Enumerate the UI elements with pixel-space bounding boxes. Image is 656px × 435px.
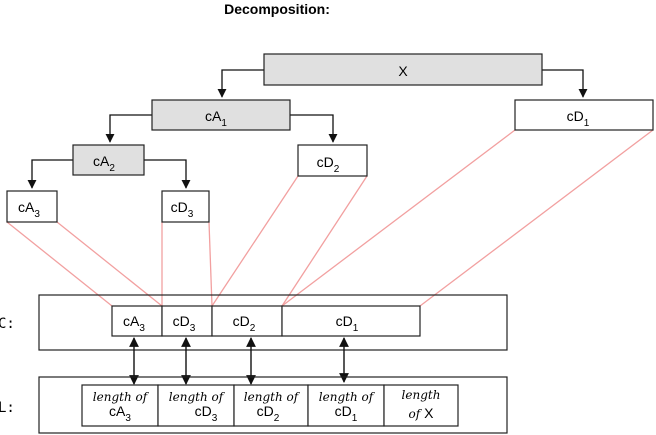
diagram-title: Decomposition: xyxy=(224,1,330,17)
tree-node-x: X xyxy=(263,53,543,86)
l-vector: L: length of cA3 length of cD3 length of… xyxy=(0,376,508,434)
svg-text:cA3: cA3 xyxy=(123,313,145,334)
tree-node-cd1: cD1 xyxy=(514,99,654,131)
tree-node-cd3: cD3 xyxy=(161,190,210,223)
svg-text:cD1: cD1 xyxy=(336,313,359,334)
node-label: cD xyxy=(317,154,334,170)
svg-text:cD3: cD3 xyxy=(195,403,218,424)
projection-line xyxy=(56,221,163,307)
projection-line xyxy=(419,129,654,307)
tree-node-ca2: cA2 xyxy=(72,144,145,176)
svg-text:length of: length of xyxy=(319,390,376,404)
node-label: cA xyxy=(93,153,110,169)
projection-lines xyxy=(6,129,654,307)
projection-line xyxy=(281,175,368,307)
l-cell-cd1: length of cD1 xyxy=(307,384,385,427)
projection-line xyxy=(208,221,213,307)
connector-ca2-to-cd3 xyxy=(144,159,191,189)
node-subscript: 2 xyxy=(109,163,115,174)
l-cell-cd3: length of cD3 xyxy=(157,384,235,427)
connector-ca1-to-ca2 xyxy=(105,114,152,143)
c-cell-cd1: cD1 xyxy=(281,305,421,337)
c-cell-cd2: cD2 xyxy=(211,305,283,337)
l-cell-ca3: length of cA3 xyxy=(81,384,159,427)
projection-line xyxy=(6,221,113,307)
node-subscript: 1 xyxy=(221,118,227,129)
connector-x-to-cd1 xyxy=(542,69,588,98)
node-subscript: 2 xyxy=(334,164,340,175)
svg-text:cD2: cD2 xyxy=(257,403,280,424)
svg-text:length of: length of xyxy=(169,390,226,404)
tree-node-cd2: cD2 xyxy=(297,144,368,177)
c-vector: C: cA3 cD3 cD2 cD1 xyxy=(0,294,508,351)
c-l-arrows xyxy=(129,337,349,385)
node-label: cA xyxy=(205,108,222,124)
connector-ca2-to-ca3 xyxy=(27,159,73,189)
svg-text:length of: length of xyxy=(93,390,150,404)
l-row-label: L: xyxy=(0,400,15,416)
node-subscript: 3 xyxy=(188,209,194,220)
c-row-label: C: xyxy=(0,316,15,332)
projection-line xyxy=(211,175,299,307)
tree-node-ca1: cA1 xyxy=(151,99,291,131)
svg-text:ofX: ofX xyxy=(408,405,434,421)
node-label: X xyxy=(398,63,408,79)
tree-node-ca3: cA3 xyxy=(6,190,58,223)
connector-ca1-to-cd2 xyxy=(290,114,338,143)
tree-connectors xyxy=(27,69,588,189)
l-cell-cd2: length of cD2 xyxy=(233,384,309,427)
c-vector-frame xyxy=(38,294,508,351)
node-subscript: 1 xyxy=(584,118,590,129)
projection-line xyxy=(281,129,516,307)
l-vector-frame xyxy=(38,376,508,434)
svg-text:cD1: cD1 xyxy=(567,108,590,129)
svg-text:cA2: cA2 xyxy=(93,153,115,174)
svg-text:length of: length of xyxy=(244,390,301,404)
svg-text:cD1: cD1 xyxy=(335,403,358,424)
node-label: cD xyxy=(171,199,188,215)
svg-text:cD3: cD3 xyxy=(173,313,196,334)
svg-text:cD3: cD3 xyxy=(171,199,194,220)
node-label: cA xyxy=(18,199,35,215)
c-cell-cd3: cD3 xyxy=(161,305,213,337)
connector-x-to-ca1 xyxy=(217,69,264,98)
svg-text:cA1: cA1 xyxy=(205,108,227,129)
svg-text:cD2: cD2 xyxy=(233,313,256,334)
svg-text:cA3: cA3 xyxy=(109,403,131,424)
svg-text:length: length xyxy=(402,388,441,402)
c-cell-ca3: cA3 xyxy=(111,305,163,337)
svg-text:X: X xyxy=(398,63,408,79)
node-subscript: 3 xyxy=(34,209,40,220)
node-label: cD xyxy=(567,108,584,124)
svg-text:cA3: cA3 xyxy=(18,199,40,220)
svg-text:cD2: cD2 xyxy=(317,154,340,175)
